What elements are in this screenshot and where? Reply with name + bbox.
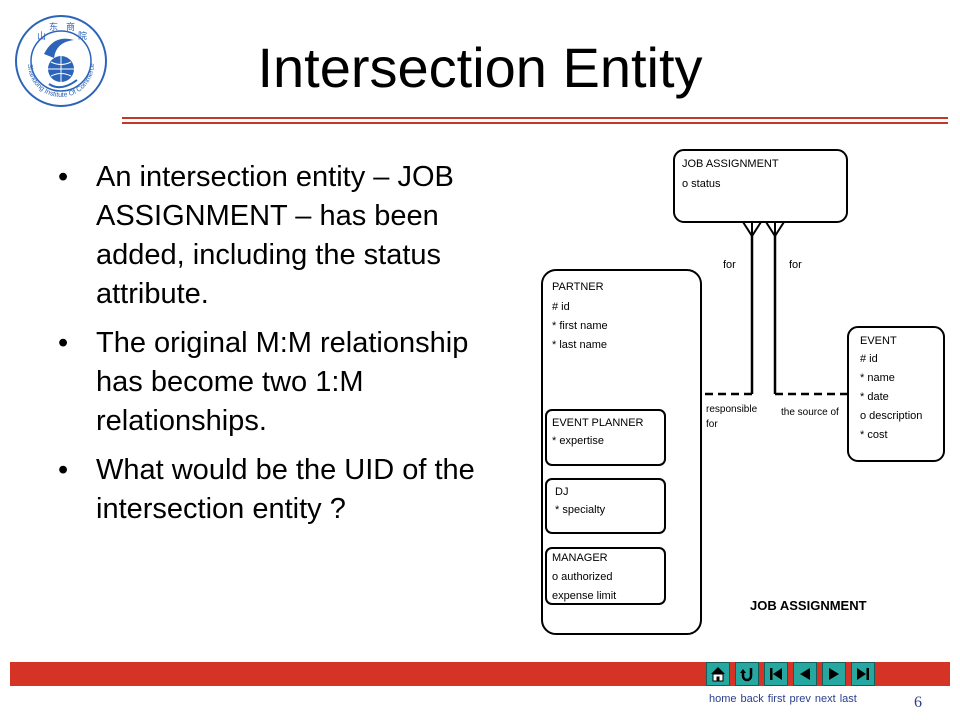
entity-attribute: # id [860, 353, 878, 365]
next-button[interactable] [822, 662, 846, 686]
relationship-label: for [789, 259, 802, 271]
logo-char: 山 [37, 31, 46, 41]
logo-char: 东 [49, 21, 58, 32]
title-rule [122, 117, 948, 119]
entity-attribute: * date [860, 391, 889, 403]
last-icon [857, 668, 869, 680]
entity-name: MANAGER [552, 552, 608, 564]
crows-foot-right [765, 221, 785, 238]
back-button[interactable] [735, 662, 759, 686]
back-icon [740, 668, 753, 682]
relationship-label: for [723, 259, 736, 271]
slide-title: Intersection Entity [257, 36, 703, 99]
entity-attribute: * specialty [555, 504, 606, 516]
relationship-label: for [706, 419, 718, 430]
er-diagram: JOB ASSIGNMENT o status for for responsi… [541, 149, 945, 635]
logo-char: 商 [66, 21, 75, 32]
entity-name: JOB ASSIGNMENT [682, 158, 779, 170]
nav-labels: home back first prev next last [709, 693, 857, 705]
home-button[interactable] [706, 662, 730, 686]
prev-icon [800, 668, 810, 680]
logo-char: 院 [78, 30, 87, 41]
school-logo: 山 东 商 院 Shandong Institute Of Commerce [15, 15, 107, 107]
home-link[interactable]: home [709, 693, 737, 705]
subtype-event-planner: EVENT PLANNER * expertise [545, 409, 666, 466]
entity-attribute: o status [682, 178, 721, 190]
entity-attribute: * last name [552, 339, 607, 351]
prev-link[interactable]: prev [789, 693, 811, 705]
page-number: 6 [914, 694, 922, 711]
relationship-event [773, 236, 848, 396]
entity-attribute: # id [552, 301, 570, 313]
home-icon [711, 667, 725, 682]
entity-name: PARTNER [552, 281, 604, 293]
first-icon [770, 668, 782, 680]
title-rule [122, 122, 948, 124]
diagram-caption: JOB ASSIGNMENT [750, 598, 867, 613]
entity-event: EVENT # id * name * date o description *… [847, 326, 945, 462]
next-link[interactable]: next [814, 693, 836, 705]
crows-foot-left [742, 221, 762, 238]
bullet-item: The original M:M relationship has become… [58, 324, 518, 441]
entity-attribute: * name [860, 372, 895, 384]
entity-attribute: * expertise [552, 435, 604, 447]
bullet-item: What would be the UID of the intersectio… [58, 451, 518, 529]
last-link[interactable]: last [839, 693, 857, 705]
prev-button[interactable] [793, 662, 817, 686]
next-icon [829, 668, 839, 680]
entity-name: EVENT PLANNER [552, 417, 644, 429]
entity-name: DJ [555, 486, 568, 498]
entity-name: EVENT [860, 335, 897, 347]
entity-attribute: * cost [860, 429, 888, 441]
nav-buttons [706, 662, 875, 686]
relationship-label: the source of [781, 407, 839, 418]
entity-attribute: o authorized [552, 571, 613, 583]
first-link[interactable]: first [767, 693, 786, 705]
relationship-partner [701, 236, 754, 396]
entity-attribute: * first name [552, 320, 608, 332]
last-button[interactable] [851, 662, 875, 686]
bullet-item: An intersection entity – JOB ASSIGNMENT … [58, 158, 518, 314]
entity-attribute: o description [860, 410, 922, 422]
entity-job-assignment: JOB ASSIGNMENT o status [673, 149, 848, 223]
bullet-list: An intersection entity – JOB ASSIGNMENT … [58, 158, 518, 539]
subtype-dj: DJ * specialty [545, 478, 666, 534]
subtype-manager: MANAGER o authorized expense limit [545, 547, 666, 605]
entity-attribute: expense limit [552, 590, 616, 602]
back-link[interactable]: back [740, 693, 764, 705]
relationship-label: responsible [706, 404, 758, 415]
first-button[interactable] [764, 662, 788, 686]
